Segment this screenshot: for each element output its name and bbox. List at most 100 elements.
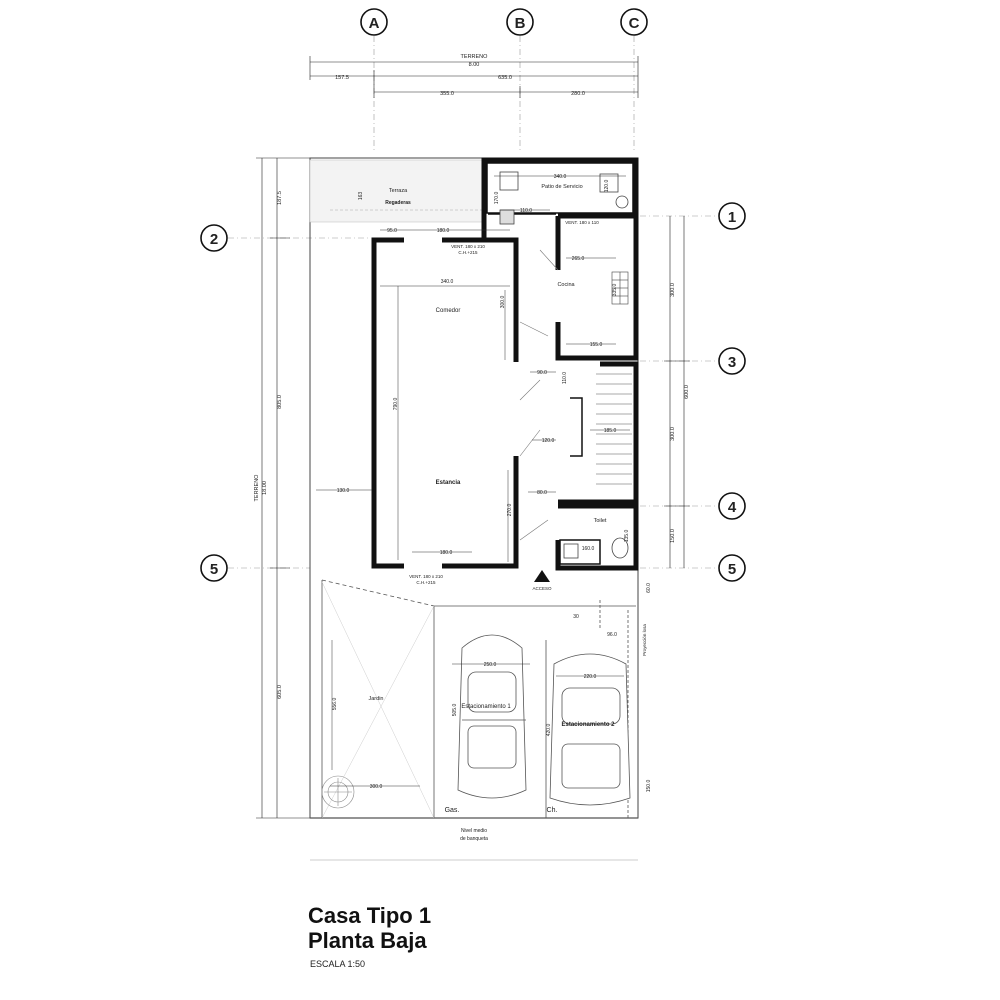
note-nivel-1: Nivel medio [461, 828, 487, 834]
room-est1: Estacionamiento 1 [461, 704, 511, 710]
dim-110: 110.0 [520, 208, 532, 214]
note-vent-top-ch: C.H.+215 [458, 250, 478, 255]
dim-605-right: 600.0 [684, 385, 690, 399]
room-terraza: Terraza [389, 188, 408, 194]
dim-300-comedor: 300.0 [500, 296, 506, 309]
dim-150-right: 150.0 [670, 529, 676, 543]
dim-185: 185.0 [604, 428, 617, 434]
garden-diagonals [321, 581, 435, 819]
terreno-top-value: 8.00 [469, 62, 480, 68]
stove [611, 271, 629, 305]
plant-icon [321, 775, 355, 809]
terreno-side-value: 18.00 [262, 481, 268, 495]
dim-30: 30 [573, 614, 579, 620]
axis-label-b: B [515, 15, 526, 32]
note-acceso: ACCESO [532, 586, 552, 591]
dim-130: 130.0 [337, 488, 350, 494]
terreno-top-label: TERRENO [461, 54, 489, 60]
access-arrow-icon [534, 570, 550, 582]
terraza-area [309, 159, 485, 223]
right-dimensions [664, 216, 690, 568]
room-cocina: Cocina [557, 282, 575, 288]
axis-bubble-c: C [620, 8, 648, 150]
drawing-title: Casa Tipo 1 [308, 903, 432, 928]
dimension-labels: 180.0 95.0 340.0 300.0 790.0 130.0 270.0… [332, 174, 652, 792]
dim-300-right: 300.0 [670, 283, 676, 297]
axis-bubble-4: 4 [640, 492, 746, 520]
dim-805: 805.0 [277, 395, 283, 409]
axis-bubble-2: 2 [200, 224, 370, 252]
room-estancia: Estancia [436, 480, 461, 486]
note-proyeccion: Proyección losa [642, 624, 647, 656]
dim-505: 505.0 [452, 704, 458, 717]
doors [519, 249, 559, 541]
room-labels: Terraza Regaderas Patio de Servicio Come… [369, 184, 616, 728]
left-dimensions [256, 157, 310, 819]
dim-270: 270.0 [507, 504, 513, 517]
note-vent-top: VENT. 180 x 210 [451, 244, 485, 249]
axis-label-1: 1 [728, 209, 736, 226]
dim-180-bottom: 180.0 [440, 550, 453, 556]
car-icon-2 [549, 653, 631, 806]
dim-96: 96.0 [607, 632, 617, 638]
dim-155: 155.0 [590, 342, 603, 348]
thin-walls [486, 162, 634, 565]
car-icon-1 [457, 634, 527, 799]
axis-label-2: 2 [210, 231, 218, 248]
axis-label-5-left: 5 [210, 561, 218, 578]
room-jardin: Jardin [369, 696, 384, 702]
drawing-subtitle: Planta Baja [308, 928, 427, 953]
dim-635: 635.0 [498, 75, 512, 81]
axis-label-4: 4 [728, 499, 737, 516]
dim-90: 90.0 [537, 370, 547, 376]
dim-180-top: 180.0 [437, 228, 450, 234]
dim-157-5: 157.5 [335, 75, 349, 81]
axis-bubble-3: 3 [640, 347, 746, 375]
room-terraza-sub: Regaderas [385, 200, 411, 206]
dim-355: 355.0 [440, 91, 454, 97]
dim-110-stair: 110.0 [562, 372, 568, 384]
dim-300b-right: 300.0 [670, 427, 676, 441]
dim-556: 556.0 [332, 698, 338, 711]
parking-zone [310, 579, 638, 861]
dim-340-comedor: 340.0 [441, 279, 454, 285]
dim-120-hall: 120.0 [542, 438, 555, 444]
note-vent-cocina: VENT. 180 x 110 [565, 220, 599, 225]
dim-60: 60.0 [646, 583, 652, 593]
dim-95: 95.0 [387, 228, 397, 234]
room-comedor: Comedor [436, 308, 461, 314]
drawing-scale: ESCALA 1:50 [310, 959, 366, 969]
walls [371, 157, 639, 571]
dim-280: 280.0 [571, 91, 585, 97]
note-gas: Gas. [445, 807, 460, 814]
dim-420: 420.0 [546, 724, 552, 737]
note-vent-bottom: VENT. 180 x 210 [409, 574, 443, 579]
dim-300-jardin: 300.0 [370, 784, 383, 790]
dim-602: 605.0 [277, 685, 283, 699]
dim-220: 220.0 [584, 674, 597, 680]
dim-250: 250.0 [484, 662, 497, 668]
terreno-side-label: TERRENO [254, 474, 260, 502]
axis-label-3: 3 [728, 354, 736, 371]
axis-bubble-5-right: 5 [640, 554, 746, 582]
dim-187-5: 187.5 [277, 191, 283, 205]
dim-120-patio: 120.0 [604, 180, 610, 193]
room-est2: Estacionamiento 2 [561, 722, 615, 728]
dim-135: 135.0 [624, 530, 630, 543]
axis-label-5-right: 5 [728, 561, 736, 578]
top-dimensions [309, 56, 639, 98]
dim-790: 790.0 [393, 398, 399, 411]
dim-80: 80.0 [537, 490, 547, 496]
dim-163: 163 [358, 192, 364, 201]
dim-340-patio: 340.0 [554, 174, 567, 180]
room-toilet: Toilet [594, 518, 607, 524]
note-ch: Ch. [547, 807, 558, 814]
stairs [596, 373, 632, 485]
axis-label-c: C [629, 15, 640, 32]
dim-150-bottom: 150.0 [646, 780, 652, 793]
dim-335: 335.0 [612, 284, 618, 297]
notes: VENT. 180 x 210 C.H.+215 VENT. 180 x 210… [409, 220, 647, 842]
room-patio: Patio de Servicio [541, 184, 582, 190]
note-nivel-2: de banqueta [460, 836, 488, 842]
